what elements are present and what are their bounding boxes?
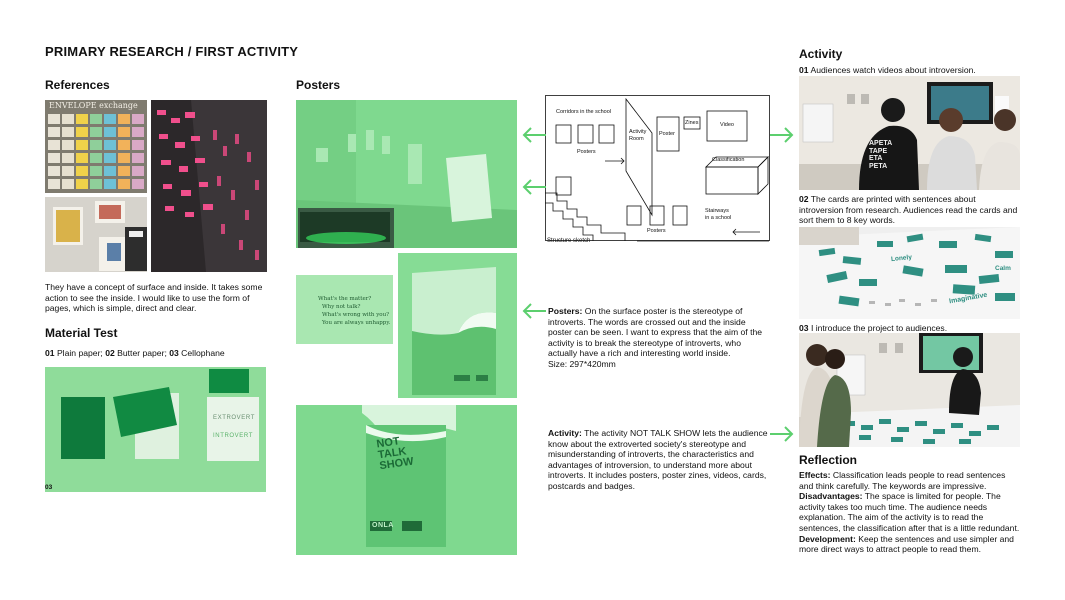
shirt-text: APETA TAPE ETA PETA [869, 140, 892, 170]
reflection-heading: Reflection [799, 453, 858, 467]
posters-heading: Posters [296, 78, 341, 92]
handwriting-line-1: What's the matter? [318, 296, 372, 302]
activity-step-2-text: The cards are printed with sentences abo… [799, 194, 1018, 226]
activity-presentation-photo [799, 333, 1020, 447]
reflection-text: Effects: Classification leads people to … [799, 470, 1021, 555]
posters-desc-label: Posters: [548, 306, 583, 316]
sketch-label-activity: Activity [629, 129, 647, 135]
shirt-line-4: PETA [869, 162, 888, 170]
activity-desc-text: The activity NOT TALK SHOW lets the audi… [548, 428, 768, 491]
peeled-poster-photo [398, 253, 517, 398]
activity-heading: Activity [799, 47, 843, 61]
activity-step-3: 03 I introduce the project to audiences. [799, 323, 1021, 334]
sketch-label-video: Video [720, 122, 734, 128]
poster-logo: ONLA [372, 522, 394, 529]
activity-desc-label: Activity: [548, 428, 582, 438]
handwriting-poster-photo: What's the matter? Why not talk? What's … [296, 275, 393, 344]
references-caption: They have a concept of surface and insid… [45, 282, 263, 314]
sketch-label-zines: Zines [685, 120, 699, 126]
sketch-label-posters-top: Posters [577, 149, 596, 155]
material-label-3: Cellophane [178, 348, 225, 358]
sketch-label-classification: Classification [712, 157, 745, 163]
activity-step-1: 01 Audiences watch videos about introver… [799, 65, 1024, 76]
reflection-disadvantages: The space is limited for people. The act… [799, 491, 1020, 533]
poster-wall-photo [296, 100, 517, 248]
shirt-line-3: ETA [869, 155, 883, 162]
material-number-3: 03 [169, 348, 179, 358]
material-label-2: Butter paper; [114, 348, 170, 358]
sketch-label-stairways-2: in a school [705, 215, 732, 221]
arrow-left-2 [522, 179, 546, 195]
shirt-line-1: APETA [869, 140, 893, 147]
material-test-list: 01 Plain paper; 02 Butter paper; 03 Cell… [45, 348, 275, 359]
activity-step-2: 02 The cards are printed with sentences … [799, 194, 1021, 226]
activity-video-photo: APETA TAPE ETA PETA [799, 76, 1020, 190]
card-word-3: Calm [995, 265, 1011, 272]
posters-size: Size: 297*420mm [548, 358, 616, 369]
material-number-2: 02 [105, 348, 115, 358]
sketch-label-corridors: Corridors in the school [556, 109, 612, 115]
page-title: PRIMARY RESEARCH / FIRST ACTIVITY [45, 44, 299, 59]
activity-cards-photo: Lonely Imaginative Calm [799, 227, 1020, 319]
sketch-label-posters-bottom: Posters [647, 228, 666, 234]
arrow-left-1 [522, 127, 546, 143]
shirt-line-2: TAPE [869, 147, 888, 155]
arrow-right-1 [770, 127, 794, 143]
activity-description: Activity: The activity NOT TALK SHOW let… [548, 428, 770, 492]
reflection-disadvantages-label: Disadvantages: [799, 491, 863, 502]
handwriting-line-2: Why not talk? [322, 304, 361, 310]
activity-step-3-text: I introduce the project to audiences. [808, 323, 948, 333]
reflection-effects-label: Effects: [799, 470, 831, 480]
sketch-caption: Structure sketch [547, 238, 591, 244]
sketch-label-stairways-1: Stairways [705, 208, 729, 214]
sketch-label-activity-room: Activity Room [629, 129, 646, 143]
sketch-label-room: Room [629, 136, 644, 142]
activity-step-3-number: 03 [799, 323, 809, 333]
material-label-1: Plain paper; [54, 348, 106, 358]
posters-description: Posters: On the surface poster is the st… [548, 306, 770, 370]
envelope-wall-photo: ENVELOPE exchange [45, 100, 147, 193]
extrovert-card-label: EXTROVERT [213, 415, 255, 421]
envelope-sign: ENVELOPE exchange [49, 101, 138, 110]
not-talk-show-poster-photo: NOT TALK SHOW ONLA [296, 405, 517, 555]
handwriting-line-4: You are always unhappy. [322, 320, 391, 326]
sketch-label-poster: Poster [659, 131, 675, 137]
material-photo-label: 03 [45, 484, 53, 491]
reflection-development-label: Development: [799, 533, 856, 544]
material-test-photo: EXTROVERT INTROVERT 03 [45, 367, 266, 492]
introvert-card-label: INTROVERT [213, 433, 253, 439]
references-heading: References [45, 78, 110, 92]
structure-sketch: Corridors in the school Activity Room Po… [545, 95, 770, 250]
handwriting-line-3: What's wrong with you? [322, 312, 390, 318]
posters-desc-text: On the surface poster is the stereotype … [548, 306, 763, 359]
reflection-effects: Classification leads people to read sent… [799, 470, 1006, 491]
material-number-1: 01 [45, 348, 55, 358]
activity-step-2-number: 02 [799, 194, 809, 204]
reflection-development: Keep the sentences and use simpler and m… [799, 533, 1014, 555]
pink-lanterns-photo [151, 100, 267, 272]
activity-step-1-number: 01 [799, 65, 809, 75]
activity-step-1-text: Audiences watch videos about introversio… [808, 65, 976, 75]
arrow-right-2 [770, 426, 794, 442]
arrow-left-3 [522, 303, 546, 319]
material-test-heading: Material Test [45, 326, 118, 340]
page-reveal-photo [45, 197, 147, 272]
sketch-label-stairways: Stairways in a school [705, 208, 731, 222]
